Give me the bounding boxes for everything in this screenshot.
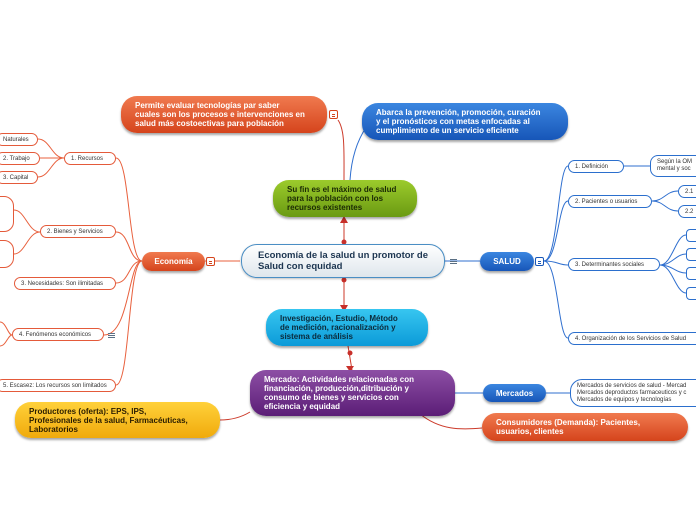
fenomenos-node[interactable]: 4. Fenómenos económicos [12, 328, 104, 341]
economia-node[interactable]: Economía [142, 252, 205, 271]
notes-icon[interactable] [535, 257, 544, 266]
pacientes-child-2[interactable]: 2.2 [678, 205, 696, 218]
escasez-node[interactable]: 5. Escasez: Los recursos son limitados [0, 379, 116, 392]
su-fin-node[interactable]: Su fin es el máximo de salud para la pob… [273, 180, 417, 217]
organizacion-node[interactable]: 4. Organización de los Servicios de Salu… [568, 332, 696, 345]
definicion-node[interactable]: 1. Definición [568, 160, 624, 173]
permite-evaluar-node[interactable]: Permite evaluar tecnologías par saber cu… [121, 96, 327, 133]
investigacion-node[interactable]: Investigación, Estudio, Método de medici… [266, 309, 428, 346]
mercados-node[interactable]: Mercados [483, 384, 546, 402]
productores-node[interactable]: Productores (oferta): EPS, IPS, Profesio… [15, 402, 220, 438]
bienes-child-2[interactable] [0, 240, 14, 268]
abarca-node[interactable]: Abarca la prevención, promoción, curació… [362, 103, 568, 140]
central-topic-line-2: promotor de Salud con equidad [258, 250, 428, 272]
central-topic[interactable]: Economía de la salud un promotor de Salu… [241, 244, 445, 278]
determinantes-child-1[interactable] [686, 229, 696, 242]
determinantes-child-2[interactable] [686, 248, 696, 261]
notes-icon[interactable] [107, 330, 116, 339]
central-topic-line-1: Economía de la salud un [258, 250, 370, 261]
determinantes-child-4[interactable] [686, 287, 696, 300]
economia-label: Economía [154, 257, 193, 266]
salud-label: SALUD [493, 257, 521, 266]
determinantes-child-3[interactable] [686, 267, 696, 280]
determinantes-node[interactable]: 3. Determinantes sociales [568, 258, 660, 271]
notes-icon[interactable] [329, 110, 338, 119]
necesidades-node[interactable]: 3. Necesidades: Son ilimitadas [14, 277, 116, 290]
consumidores-node[interactable]: Consumidores (Demanda): Pacientes, usuar… [482, 413, 688, 441]
recursos-node[interactable]: 1. Recursos [64, 152, 116, 165]
pacientes-node[interactable]: 2. Pacientes o usuarios [568, 195, 652, 208]
mercado-node[interactable]: Mercado: Actividades relacionadas con fi… [250, 370, 455, 416]
naturales-node[interactable]: Naturales [0, 133, 38, 146]
bienes-servicios-node[interactable]: 2. Bienes y Servicios [40, 225, 116, 238]
notes-icon[interactable] [206, 257, 215, 266]
mercados-detail-node[interactable]: Mercados de servicios de salud - Mercad … [570, 379, 696, 407]
bienes-child-1[interactable] [0, 196, 14, 232]
trabajo-node[interactable]: 2. Trabajo [0, 152, 40, 165]
definicion-child-node[interactable]: Según la OM mental y soc [650, 155, 696, 177]
capital-node[interactable]: 3. Capital [0, 171, 38, 184]
notes-icon[interactable] [449, 256, 458, 265]
salud-node[interactable]: SALUD [480, 252, 534, 271]
pacientes-child-1[interactable]: 2.1 [678, 185, 696, 198]
